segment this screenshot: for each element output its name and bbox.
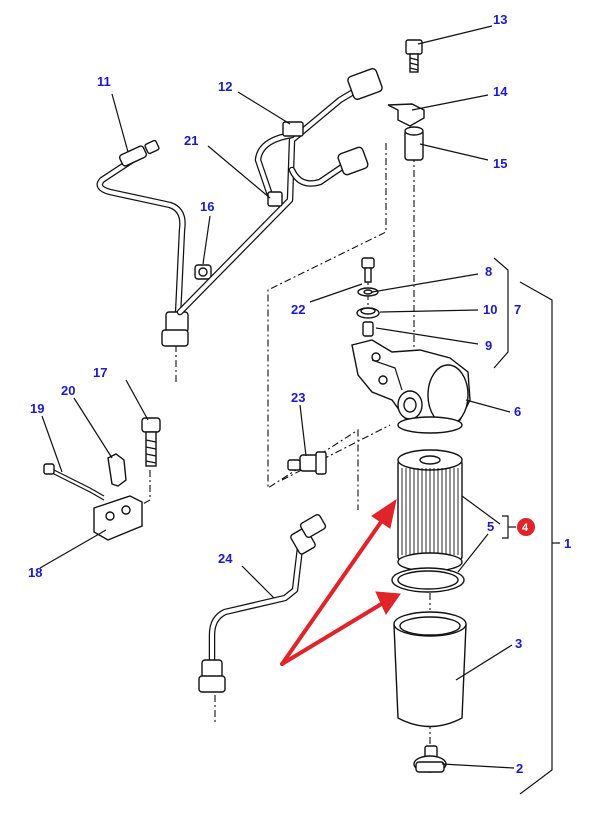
washer-8: [357, 287, 379, 297]
callout-21: 21: [184, 133, 198, 148]
callout-15: 15: [493, 156, 507, 171]
washer-10: [356, 307, 380, 319]
callout-12: 12: [218, 79, 232, 94]
filter-bowl-3: [393, 611, 467, 728]
fuel-line-11: [96, 139, 189, 347]
pin-9: [362, 321, 374, 337]
clip-20: [107, 453, 127, 487]
callout-19: 19: [30, 401, 44, 416]
callout-5: 5: [487, 519, 494, 534]
callout-11: 11: [97, 74, 111, 89]
o-ring-seal: [391, 567, 465, 593]
callout-1: 1: [564, 536, 571, 551]
callout-13: 13: [493, 12, 507, 27]
callout-7: 7: [514, 302, 521, 317]
callout-4-badge: [517, 518, 535, 536]
callout-10: 10: [483, 302, 497, 317]
harness-19: [43, 463, 105, 501]
callout-14: 14: [493, 84, 508, 99]
callout-8: 8: [485, 264, 492, 279]
dashed-assembly-lines: [131, 140, 431, 748]
callout-16: 16: [200, 199, 214, 214]
callout-22: 22: [291, 302, 305, 317]
bolt-17: [141, 417, 161, 467]
callout-23: 23: [291, 390, 305, 405]
callout-6: 6: [514, 404, 521, 419]
bolt-22: [361, 257, 375, 283]
highlight-arrows: [280, 498, 401, 666]
leader-lines: [39, 25, 560, 795]
callout-3: 3: [515, 636, 522, 651]
callout-4: 4: [522, 522, 529, 534]
callout-24: 24: [218, 551, 233, 566]
fitting-23: [287, 451, 327, 475]
drain-plug-2: [413, 745, 447, 773]
callout-9: 9: [485, 338, 492, 353]
filter-head-6: [351, 339, 471, 434]
callout-labels: 1 2 3 4 5 6 7 8 9 10 11 12 13 14 15 16 1…: [28, 12, 571, 776]
callout-2: 2: [516, 761, 523, 776]
filter-element-5: [397, 449, 463, 572]
callout-17: 17: [93, 365, 107, 380]
bracket-18: [93, 495, 143, 541]
clip-14: [387, 103, 425, 127]
fuel-line-12: [176, 68, 383, 316]
callout-20: 20: [61, 383, 75, 398]
fuel-line-24: [198, 513, 327, 693]
callout-18: 18: [28, 565, 42, 580]
clip-16: [194, 264, 212, 280]
bolt-13: [405, 39, 423, 73]
